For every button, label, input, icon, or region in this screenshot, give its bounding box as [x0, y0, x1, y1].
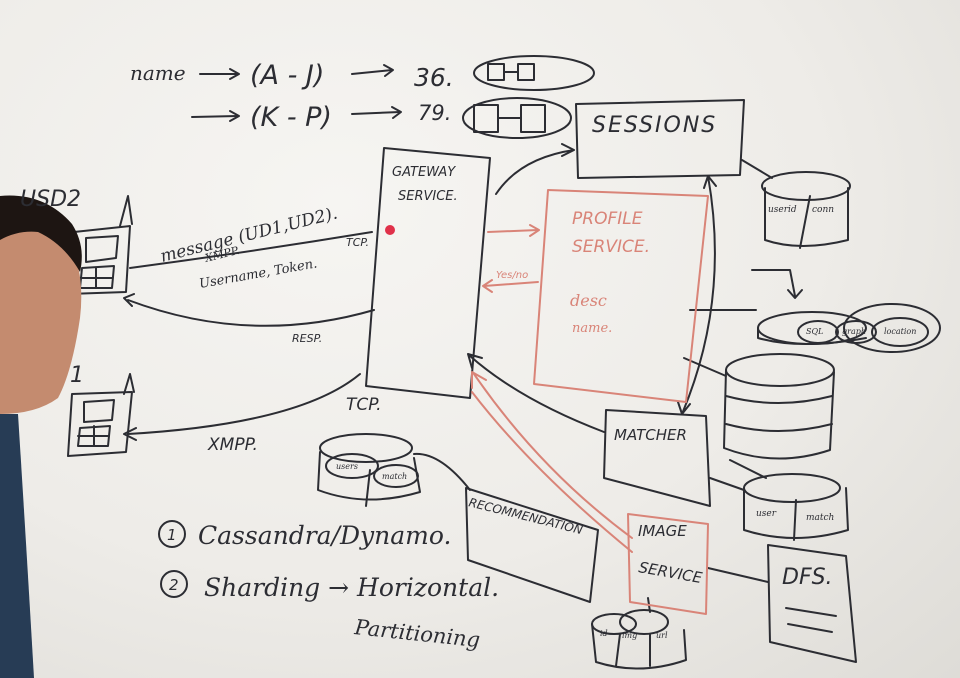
- matcher-box: [603, 409, 711, 507]
- tcp-top-label: TCP.: [346, 236, 369, 249]
- matcher-db-b: match: [806, 513, 834, 523]
- image-db-c: url: [656, 631, 668, 640]
- gateway-label-line2: SERVICE.: [398, 189, 458, 204]
- device-user1-label: 1: [70, 363, 84, 388]
- arrow-gateway-sessions: [495, 143, 575, 195]
- matcher-db: [709, 459, 849, 541]
- matcher-db-a: user: [756, 509, 777, 519]
- arrow-gateway-resp: [123, 293, 375, 327]
- value-b-label: 79.: [418, 101, 451, 125]
- profile-db-c: location: [884, 327, 916, 336]
- gateway-label-line1: GATEWAY: [392, 165, 456, 180]
- sessions-db-b: conn: [812, 205, 834, 215]
- arrow-gateway-profile: [487, 224, 540, 237]
- note-2-text-line2: Partitioning: [352, 615, 481, 652]
- name-label: name: [130, 61, 186, 85]
- sessions-label: SESSIONS: [592, 113, 717, 138]
- profile-label-line2: SERVICE.: [572, 237, 650, 257]
- profile-note-2: name.: [572, 321, 612, 336]
- name-arrow-a: [199, 64, 394, 80]
- resp-label: RESP.: [292, 332, 322, 345]
- dfs-doc: [707, 544, 857, 663]
- shard-b-pill: [462, 97, 572, 139]
- profile-note-1: desc: [570, 291, 607, 310]
- device-user2-label: USD2: [20, 187, 81, 212]
- sessions-box: [575, 99, 745, 179]
- sessions-db-a: userid: [768, 205, 797, 215]
- image-service-label-line1: IMAGE: [638, 522, 687, 540]
- note-2-number: 2: [169, 576, 179, 594]
- shard-a-pill: [473, 55, 595, 91]
- recommendation-label: RECOMMENDATION: [467, 495, 584, 537]
- tcp-bottom-label: TCP.: [346, 395, 382, 415]
- note-1-text: Cassandra/Dynamo.: [198, 521, 451, 550]
- profile-label-line1: PROFILE: [572, 209, 643, 229]
- profile-db-a: SQL: [806, 327, 823, 336]
- note-1-number: 1: [167, 526, 177, 544]
- range-b-label: (K - P): [250, 102, 332, 133]
- arrow-device2-to-gateway: [129, 231, 373, 269]
- name-arrow-b: [191, 106, 402, 122]
- device-user1: [67, 373, 135, 457]
- value-a-label: 36.: [414, 63, 454, 92]
- range-a-label: (A - J): [250, 60, 324, 91]
- xmpp-label: XMPP.: [207, 435, 258, 455]
- marker-dot: [385, 225, 395, 235]
- arrow-sessions-matcher: [677, 175, 717, 415]
- sessions-db: [741, 159, 851, 249]
- note-2-text: Sharding → Horizontal.: [204, 573, 499, 602]
- note-number-circle-1: [158, 520, 186, 548]
- image-db-a: id: [600, 629, 608, 638]
- image-db-b: img: [622, 631, 637, 640]
- recommendation-box: [465, 487, 599, 603]
- arrow-matcher-gateway: [467, 353, 605, 433]
- dfs-label: DFS.: [782, 565, 833, 590]
- arrow-gateway-xmpp: [123, 373, 361, 441]
- note-number-circle-2: [160, 570, 188, 598]
- gateway-box: [365, 147, 491, 399]
- profile-db-b: graph: [842, 327, 866, 336]
- arrow-image-gateway: [471, 371, 633, 539]
- rec-db-b: match: [382, 472, 407, 481]
- rec-db-a: users: [336, 462, 358, 471]
- profile-db: [689, 269, 941, 353]
- profile-box: [533, 189, 709, 403]
- arrow-profile-gateway: [482, 279, 539, 293]
- image-service-box: [627, 513, 709, 615]
- image-db: [591, 597, 687, 670]
- yes-no-label: Yes/no: [496, 270, 528, 281]
- image-service-label-line2: SERVICE: [637, 558, 704, 587]
- person-silhouette: [0, 195, 82, 678]
- recommendation-db: [317, 433, 471, 507]
- matcher-label: MATCHER: [614, 426, 687, 444]
